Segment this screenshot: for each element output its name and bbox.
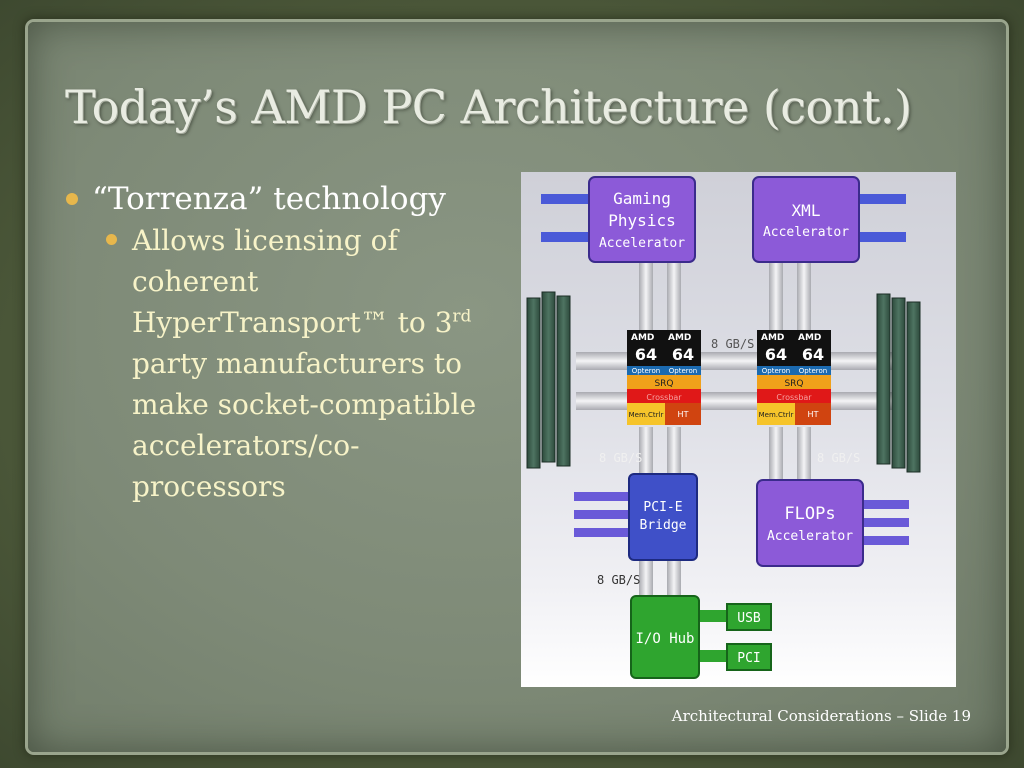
svg-text:FLOPs: FLOPs [784,504,835,524]
bullet-licensing-text-a: Allows licensing of coherent HyperTransp… [132,224,453,339]
svg-text:64: 64 [672,345,694,364]
svg-text:64: 64 [765,345,787,364]
svg-text:Crossbar: Crossbar [776,393,812,402]
svg-text:PCI-E: PCI-E [643,500,682,515]
flops-accelerator: FLOPs Accelerator [756,479,864,567]
pipe [667,260,681,335]
svg-text:Bridge: Bridge [640,518,687,533]
svg-text:AMD: AMD [761,333,784,343]
svg-text:Opteron: Opteron [632,367,660,375]
svg-text:I/O Hub: I/O Hub [635,631,694,647]
pipe [797,427,811,482]
pipe [639,560,653,598]
slide-title: Today’s AMD PC Architecture (cont.) [65,80,912,134]
io-hub: I/O Hub [630,595,700,679]
svg-text:SRQ: SRQ [654,379,673,389]
opteron-cpu-left: AMD AMD 64 64 Opteron Opteron SRQ Crossb… [627,330,701,425]
ram-right [876,293,921,473]
bus-upper [576,352,901,370]
svg-text:Physics: Physics [608,211,675,230]
bullet-licensing-text-b: party manufacturers to make socket-compa… [132,347,477,503]
svg-text:HT: HT [808,410,819,419]
pipe [769,427,783,482]
svg-text:XML: XML [792,201,821,220]
svg-text:USB: USB [737,611,761,626]
svg-text:Opteron: Opteron [669,367,697,375]
architecture-diagram-svg: Gaming Physics Accelerator XML Accelerat… [526,176,921,679]
bullet-licensing: Allows licensing of coherent HyperTransp… [106,220,486,507]
xml-accelerator: XML Accelerator [752,176,860,263]
pipe [667,427,681,477]
svg-text:PCI: PCI [737,651,760,666]
bandwidth-label-top: 8 GB/S [711,337,754,351]
pipe [639,260,653,335]
ram-left [526,291,571,469]
pci-port: PCI [726,643,772,671]
bullet-torrenza: “Torrenza” technology [66,180,486,218]
pipe [769,260,783,335]
svg-text:64: 64 [802,345,824,364]
svg-text:Opteron: Opteron [762,367,790,375]
pipe [639,427,653,477]
usb-port: USB [726,603,772,631]
svg-text:Gaming: Gaming [613,189,671,208]
bullet-list: “Torrenza” technology Allows licensing o… [66,180,486,507]
svg-text:AMD: AMD [668,333,691,343]
svg-text:AMD: AMD [798,333,821,343]
pipe [797,260,811,335]
svg-text:Crossbar: Crossbar [646,393,682,402]
svg-text:Mem.Ctrlr: Mem.Ctrlr [629,411,664,419]
svg-text:64: 64 [635,345,657,364]
bandwidth-label-left: 8 GB/S [599,451,642,465]
svg-text:Accelerator: Accelerator [767,529,853,544]
bullet-torrenza-text: “Torrenza” technology [92,181,446,217]
bus-lower [576,392,901,410]
gaming-physics-accelerator: Gaming Physics Accelerator [588,176,696,263]
bullet-dot-icon [66,193,78,205]
pcie-bridge: PCI-E Bridge [628,473,698,561]
bandwidth-label-right: 8 GB/S [817,451,860,465]
svg-text:Accelerator: Accelerator [763,225,849,240]
svg-text:Mem.Ctrlr: Mem.Ctrlr [759,411,794,419]
opteron-cpu-right: AMD AMD 64 64 Opteron Opteron SRQ Crossb… [757,330,831,425]
svg-text:HT: HT [678,410,689,419]
accelerator-side-links [541,194,909,662]
bullet-dot-icon [106,234,117,245]
svg-text:SRQ: SRQ [784,379,803,389]
slide-footer: Architectural Considerations – Slide 19 [671,707,971,725]
pipe [667,560,681,598]
bandwidth-label-bottom: 8 GB/S [597,573,640,587]
architecture-diagram: Gaming Physics Accelerator XML Accelerat… [521,172,956,687]
svg-text:Opteron: Opteron [799,367,827,375]
svg-text:AMD: AMD [631,333,654,343]
svg-text:Accelerator: Accelerator [599,236,685,251]
bullet-licensing-sup: rd [452,306,472,327]
